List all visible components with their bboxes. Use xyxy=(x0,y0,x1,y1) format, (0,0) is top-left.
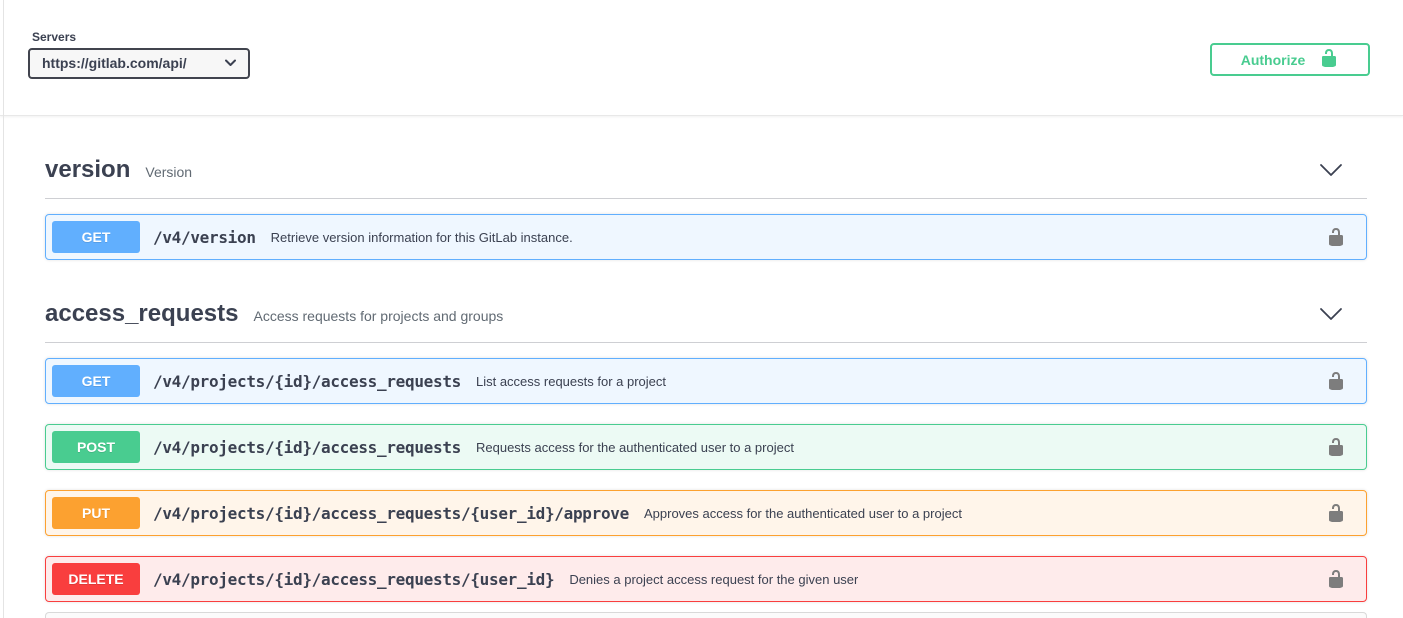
unlock-icon[interactable] xyxy=(1326,569,1346,589)
servers-label: Servers xyxy=(32,30,77,44)
operation-path: /v4/projects/{id}/access_requests xyxy=(153,437,461,457)
method-badge: GET xyxy=(52,365,140,397)
section-header-version[interactable]: version Version xyxy=(45,146,1367,199)
operation-path: /v4/projects/{id}/access_requests/{user_… xyxy=(153,503,629,523)
unlock-icon[interactable] xyxy=(1326,227,1346,247)
unlock-icon[interactable] xyxy=(1326,503,1346,523)
chevron-down-icon xyxy=(225,59,236,67)
operation-row-delete-access-request[interactable]: DELETE /v4/projects/{id}/access_requests… xyxy=(45,556,1367,602)
section-subtitle: Access requests for projects and groups xyxy=(253,307,504,324)
unlock-icon xyxy=(1319,48,1339,71)
operation-row-get-version[interactable]: GET /v4/version Retrieve version informa… xyxy=(45,214,1367,260)
method-badge: DELETE xyxy=(52,563,140,595)
operation-description: Requests access for the authenticated us… xyxy=(475,439,794,455)
operation-description: Approves access for the authenticated us… xyxy=(643,505,962,521)
servers-block: Servers https://gitlab.com/api/ xyxy=(28,28,250,79)
chevron-down-icon[interactable] xyxy=(1319,161,1343,179)
operation-path: /v4/projects/{id}/access_requests xyxy=(153,371,461,391)
scheme-container: Servers https://gitlab.com/api/ Authoriz… xyxy=(0,0,1403,116)
operation-description: Denies a project access request for the … xyxy=(569,571,859,587)
section-header-access-requests[interactable]: access_requests Access requests for proj… xyxy=(45,290,1367,343)
section-title: access_requests xyxy=(45,300,239,327)
operation-row-post-access-requests[interactable]: POST /v4/projects/{id}/access_requests R… xyxy=(45,424,1367,470)
unlock-icon[interactable] xyxy=(1326,371,1346,391)
authorize-button[interactable]: Authorize xyxy=(1210,43,1370,76)
authorize-button-label: Authorize xyxy=(1240,51,1306,68)
operation-path: /v4/projects/{id}/access_requests/{user_… xyxy=(153,569,555,589)
api-sections: version Version GET /v4/version Retrieve… xyxy=(0,146,1403,618)
operation-path: /v4/version xyxy=(153,227,256,247)
servers-select[interactable]: https://gitlab.com/api/ xyxy=(28,48,250,79)
method-badge: POST xyxy=(52,431,140,463)
partial-next-row xyxy=(45,612,1367,618)
unlock-icon[interactable] xyxy=(1326,437,1346,457)
operation-description: List access requests for a project xyxy=(475,373,667,389)
method-badge: PUT xyxy=(52,497,140,529)
page-left-border xyxy=(3,0,4,618)
chevron-down-icon[interactable] xyxy=(1319,305,1343,323)
authorize-wrapper: Authorize xyxy=(1210,43,1370,76)
section-title: version xyxy=(45,156,131,183)
method-badge: GET xyxy=(52,221,140,253)
operation-description: Retrieve version information for this Gi… xyxy=(270,229,573,245)
servers-select-value: https://gitlab.com/api/ xyxy=(42,55,187,71)
section-subtitle: Version xyxy=(145,163,193,180)
operation-row-put-approve[interactable]: PUT /v4/projects/{id}/access_requests/{u… xyxy=(45,490,1367,536)
operation-row-get-access-requests[interactable]: GET /v4/projects/{id}/access_requests Li… xyxy=(45,358,1367,404)
